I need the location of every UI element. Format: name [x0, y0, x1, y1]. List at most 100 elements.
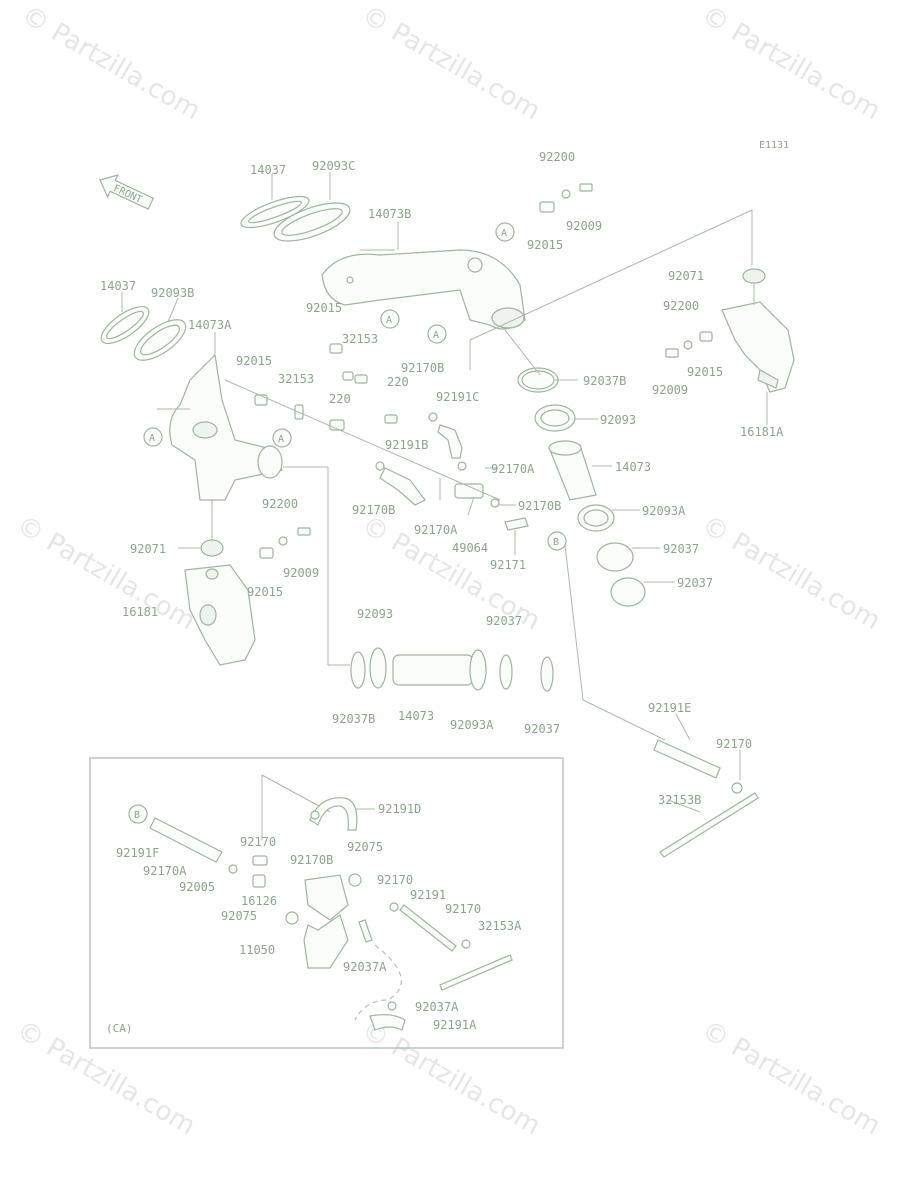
part-label: 16181A	[740, 425, 784, 439]
part-label: 92071	[668, 269, 704, 283]
part-label: 92009	[283, 566, 319, 580]
part-label: 32153	[342, 332, 378, 346]
part-label: 92171	[490, 558, 526, 572]
bracket-16181a	[721, 268, 795, 425]
part-label: 92037A	[343, 960, 387, 974]
svg-text:A: A	[501, 228, 507, 239]
part-label: 92009	[566, 219, 602, 233]
right-hose-92191e	[653, 739, 759, 858]
svg-text:B: B	[134, 810, 140, 821]
diagram-code: E1131	[759, 140, 789, 151]
watermark: © Partzilla.com	[697, 1015, 886, 1141]
part-label: 92170A	[143, 864, 187, 878]
part-label: 92200	[262, 497, 298, 511]
part-label: 92037B	[332, 712, 375, 726]
part-label: 92037	[486, 614, 522, 628]
ref-marker-a: A A A A A	[143, 222, 515, 448]
part-label: 92093	[357, 607, 393, 621]
part-label: 92015	[687, 365, 723, 379]
part-label: 92191A	[433, 1018, 477, 1032]
middle-lower-hoses	[350, 647, 554, 692]
part-label: 92071	[130, 542, 166, 556]
ref-marker-b: B B	[128, 531, 567, 824]
front-arrow-icon: FRONT	[99, 174, 155, 210]
part-label: 92037	[663, 542, 699, 556]
part-label: 92170A	[414, 523, 458, 537]
svg-text:A: A	[386, 315, 392, 326]
watermark: © Partzilla.com	[17, 0, 206, 126]
part-label: 14037	[250, 163, 286, 177]
part-label: 92200	[539, 150, 575, 164]
part-label: 92170B	[290, 853, 333, 867]
part-label: 11050	[239, 943, 275, 957]
part-label: 92015	[306, 301, 342, 315]
part-label: 92037	[524, 722, 560, 736]
part-label: 92037A	[415, 1000, 459, 1014]
part-label: 92015	[236, 354, 272, 368]
part-label: 92191E	[648, 701, 691, 715]
part-label: 92015	[247, 585, 283, 599]
variant-label: (CA)	[106, 1022, 133, 1035]
watermark: © Partzilla.com	[697, 510, 886, 636]
part-label: 92191F	[116, 846, 159, 860]
part-label: 92191D	[378, 802, 421, 816]
watermarks: © Partzilla.com © Partzilla.com © Partzi…	[12, 0, 886, 1141]
part-label: 92037	[677, 576, 713, 590]
small-hardware	[254, 183, 713, 559]
part-label: 32153A	[478, 919, 522, 933]
ca-variant-box	[89, 757, 564, 1049]
part-label: 92191	[410, 888, 446, 902]
middle-hose-assembly	[375, 412, 529, 531]
part-label: 92200	[663, 299, 699, 313]
ca-parts	[149, 774, 513, 1031]
part-label: 92075	[347, 840, 383, 854]
svg-text:A: A	[278, 434, 284, 445]
belt-parts-left	[100, 292, 187, 361]
part-label: 92093B	[151, 286, 194, 300]
watermark: © Partzilla.com	[357, 1015, 546, 1141]
part-label: 92093	[600, 413, 636, 427]
bracket-16181	[184, 500, 256, 666]
part-labels: 14037 92093C 14073B 92200 92009 92015 14…	[100, 150, 784, 1032]
part-label: 14073	[615, 460, 651, 474]
part-label: 92093C	[312, 159, 355, 173]
svg-text:B: B	[553, 537, 559, 548]
watermark: © Partzilla.com	[357, 0, 546, 126]
part-label: 92015	[527, 238, 563, 252]
part-label: 92191B	[385, 438, 428, 452]
part-label: 92037B	[583, 374, 626, 388]
part-label: 14073A	[188, 318, 232, 332]
part-label: 92093A	[642, 504, 686, 518]
intake-pipe-14073b	[321, 222, 526, 330]
part-label: 16181	[122, 605, 158, 619]
svg-text:A: A	[433, 330, 439, 341]
leader-lines	[157, 209, 753, 813]
part-label: 92170	[377, 873, 413, 887]
part-label: 220	[329, 392, 351, 406]
part-label: 32153B	[658, 793, 701, 807]
svg-text:A: A	[149, 433, 155, 444]
watermark: © Partzilla.com	[12, 510, 201, 636]
part-label: 92170B	[518, 499, 561, 513]
belt-parts-top	[240, 172, 351, 242]
part-label: 92009	[652, 383, 688, 397]
part-label: 92170	[716, 737, 752, 751]
part-label: 92170B	[352, 503, 395, 517]
part-label: 14037	[100, 279, 136, 293]
part-label: 92170A	[491, 462, 535, 476]
part-label: 220	[387, 375, 409, 389]
part-label: 14073	[398, 709, 434, 723]
intake-pipe-14073a	[169, 332, 283, 501]
part-label: 32153	[278, 372, 314, 386]
part-label: 92005	[179, 880, 215, 894]
part-label: 92170	[240, 835, 276, 849]
part-label: 14073B	[368, 207, 411, 221]
part-label: 49064	[452, 541, 488, 555]
watermark: © Partzilla.com	[697, 0, 886, 126]
part-label: 92170B	[401, 361, 444, 375]
part-label: 92075	[221, 909, 257, 923]
part-label: 92093A	[450, 718, 494, 732]
part-label: 92191C	[436, 390, 479, 404]
right-hose-stack	[517, 367, 646, 607]
